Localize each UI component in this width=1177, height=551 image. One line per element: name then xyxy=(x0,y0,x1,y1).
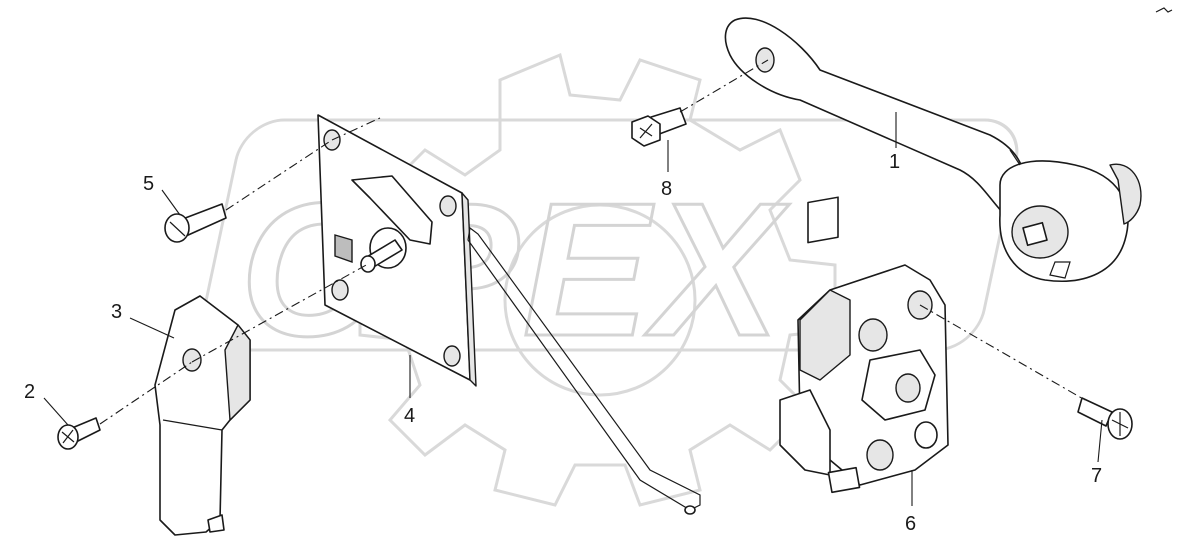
corner-mark xyxy=(1155,7,1173,13)
callout-labels: 1 2 3 4 5 6 7 8 xyxy=(24,151,1102,535)
callout-3: 3 xyxy=(111,301,122,323)
callout-1: 1 xyxy=(889,151,900,173)
grab-handle-part xyxy=(724,17,1142,282)
callout-7: 7 xyxy=(1091,465,1102,487)
pan-screw-part xyxy=(57,417,101,450)
axis-lock-screw7 xyxy=(919,304,1086,401)
watermark-gear-hub xyxy=(503,203,697,397)
lock-mechanism-part xyxy=(779,196,949,494)
callout-4: 4 xyxy=(404,405,415,427)
slotted-screw-part xyxy=(164,203,227,243)
lever-cover-part xyxy=(154,295,251,536)
countersunk-screw-part xyxy=(1077,397,1133,440)
leader-2 xyxy=(43,397,69,426)
callout-2: 2 xyxy=(24,381,35,403)
callout-8: 8 xyxy=(661,178,672,200)
leader-7 xyxy=(1097,419,1103,463)
callout-5: 5 xyxy=(143,173,154,195)
leader-lines xyxy=(43,112,1103,506)
leader-5 xyxy=(161,189,181,216)
watermark-frame xyxy=(201,118,1019,352)
assembly-axes xyxy=(99,59,1086,425)
axis-bolt-handle xyxy=(679,59,769,113)
axis-screw5-plate xyxy=(225,139,333,211)
hex-bolt-part xyxy=(631,107,687,147)
axis-cover-shaft xyxy=(191,263,369,363)
axis-plate-corner xyxy=(331,117,381,141)
leader-3 xyxy=(129,317,175,339)
callout-6: 6 xyxy=(905,513,916,535)
